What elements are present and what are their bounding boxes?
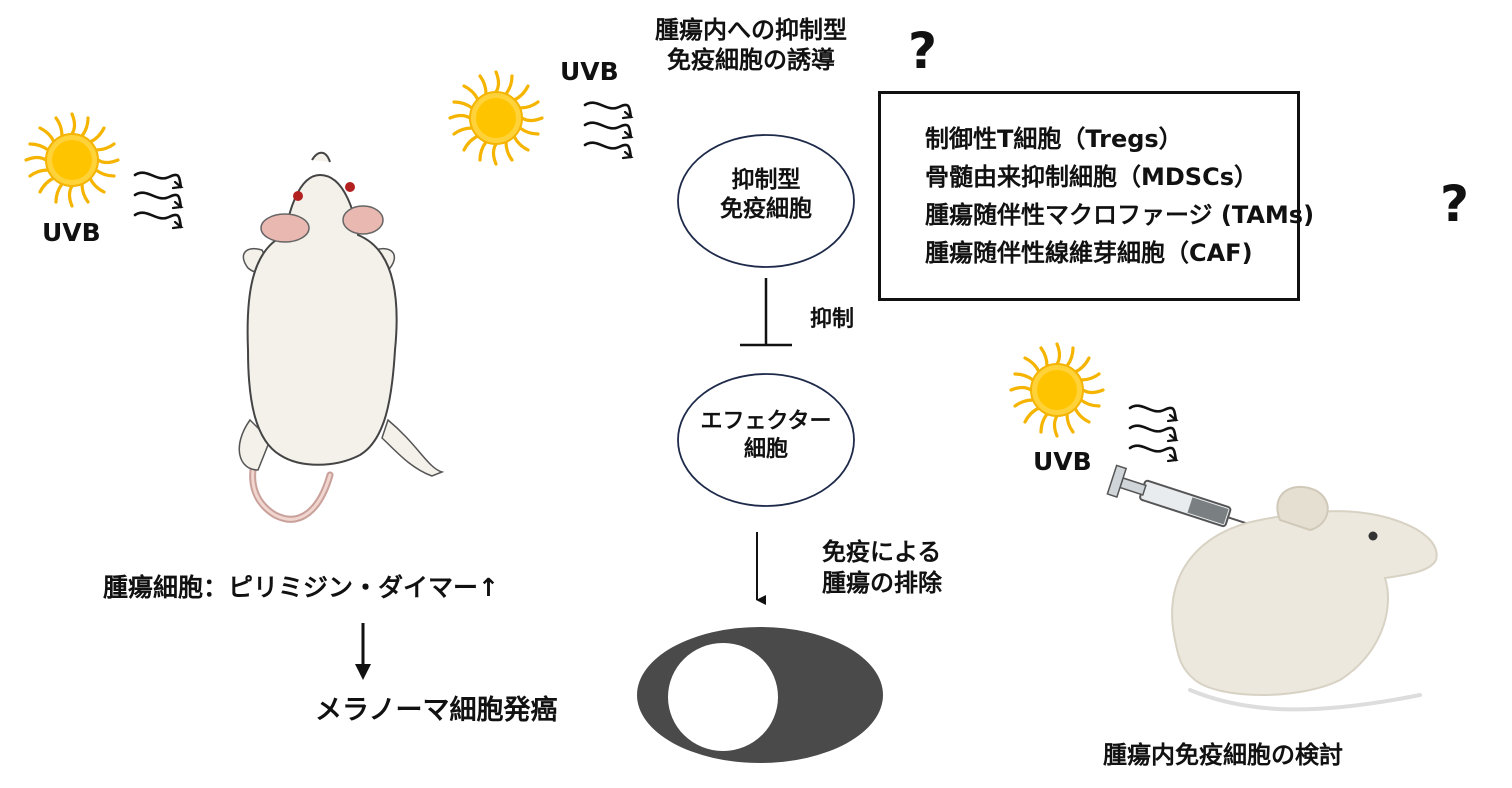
elimination-label-line1: 免疫による (822, 538, 942, 566)
uvb-label-right: UVB (1033, 447, 1092, 476)
tumor-cell-caption: 腫瘍細胞：ピリミジン・ダイマー↑ (103, 573, 499, 602)
uvb-waves-right (1128, 404, 1178, 463)
suppressor-node-line2: 免疫細胞 (720, 195, 812, 222)
effector-node-label: エフェクター 細胞 (686, 408, 846, 463)
syringe-icon (1106, 464, 1265, 531)
top-title-line2: 免疫細胞の誘導 (667, 46, 835, 74)
carcinogenesis-arrowhead (355, 664, 371, 680)
cell-type-list: 制御性T細胞（Tregs） 骨髄由来抑制細胞（MDSCs） 腫瘍随伴性マクロファ… (925, 120, 1314, 272)
effector-cell-ellipse (677, 373, 855, 507)
sun-icon-right (1009, 342, 1105, 438)
inhibit-label: 抑制 (810, 307, 855, 332)
suppressor-node-line1: 抑制型 (731, 167, 801, 193)
suppressor-node-label: 抑制型 免疫細胞 (696, 166, 836, 224)
uvb-waves-top (583, 101, 633, 160)
mouse-sideview-illustration (1171, 485, 1438, 712)
cell-type-box (878, 91, 1300, 301)
cell-type-item: 骨髄由来抑制細胞（MDSCs） (925, 163, 1258, 191)
top-title: 腫瘍内への抑制型 免疫細胞の誘導 (655, 15, 847, 75)
cell-type-item: 制御性T細胞（Tregs） (925, 125, 1183, 153)
suppressor-cell-ellipse (677, 134, 855, 268)
effector-node-line1: エフェクター (700, 409, 832, 434)
intratumoral-immune-caption: 腫瘍内免疫細胞の検討 (1103, 741, 1343, 769)
uvb-label-top: UVB (560, 57, 619, 86)
cell-type-item: 腫瘍随伴性線維芽細胞（CAF) (925, 239, 1253, 267)
top-title-line1: 腫瘍内への抑制型 (655, 16, 847, 44)
elimination-label: 免疫による 腫瘍の排除 (822, 537, 942, 599)
uvb-waves-left (133, 171, 183, 230)
effector-node-line2: 細胞 (743, 436, 788, 462)
sun-icon-top (448, 70, 544, 166)
cell-type-item: 腫瘍随伴性マクロファージ (TAMs) (925, 201, 1315, 229)
tumor-cleared-region (668, 643, 778, 751)
uvb-label-left: UVB (42, 218, 101, 247)
question-mark-right: ? (1440, 175, 1470, 233)
melanoma-caption: メラノーマ細胞発癌 (315, 695, 558, 726)
mouse-topview-illustration (238, 151, 445, 523)
question-mark-top: ? (908, 22, 938, 80)
sun-icon-left (24, 112, 120, 208)
elimination-label-line2: 腫瘍の排除 (822, 569, 942, 598)
